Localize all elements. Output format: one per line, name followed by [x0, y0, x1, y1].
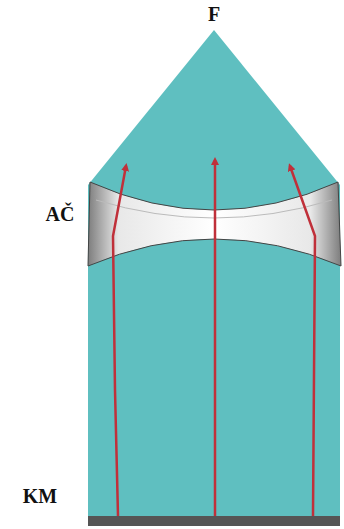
lens-label: AČ [46, 204, 75, 224]
light-ray [113, 166, 126, 516]
plate-label: KM [23, 486, 57, 506]
focus-label: F [208, 4, 220, 24]
light-ray [214, 160, 217, 516]
light-beam [88, 30, 340, 516]
light-ray [290, 166, 315, 516]
source-plate [88, 516, 340, 526]
